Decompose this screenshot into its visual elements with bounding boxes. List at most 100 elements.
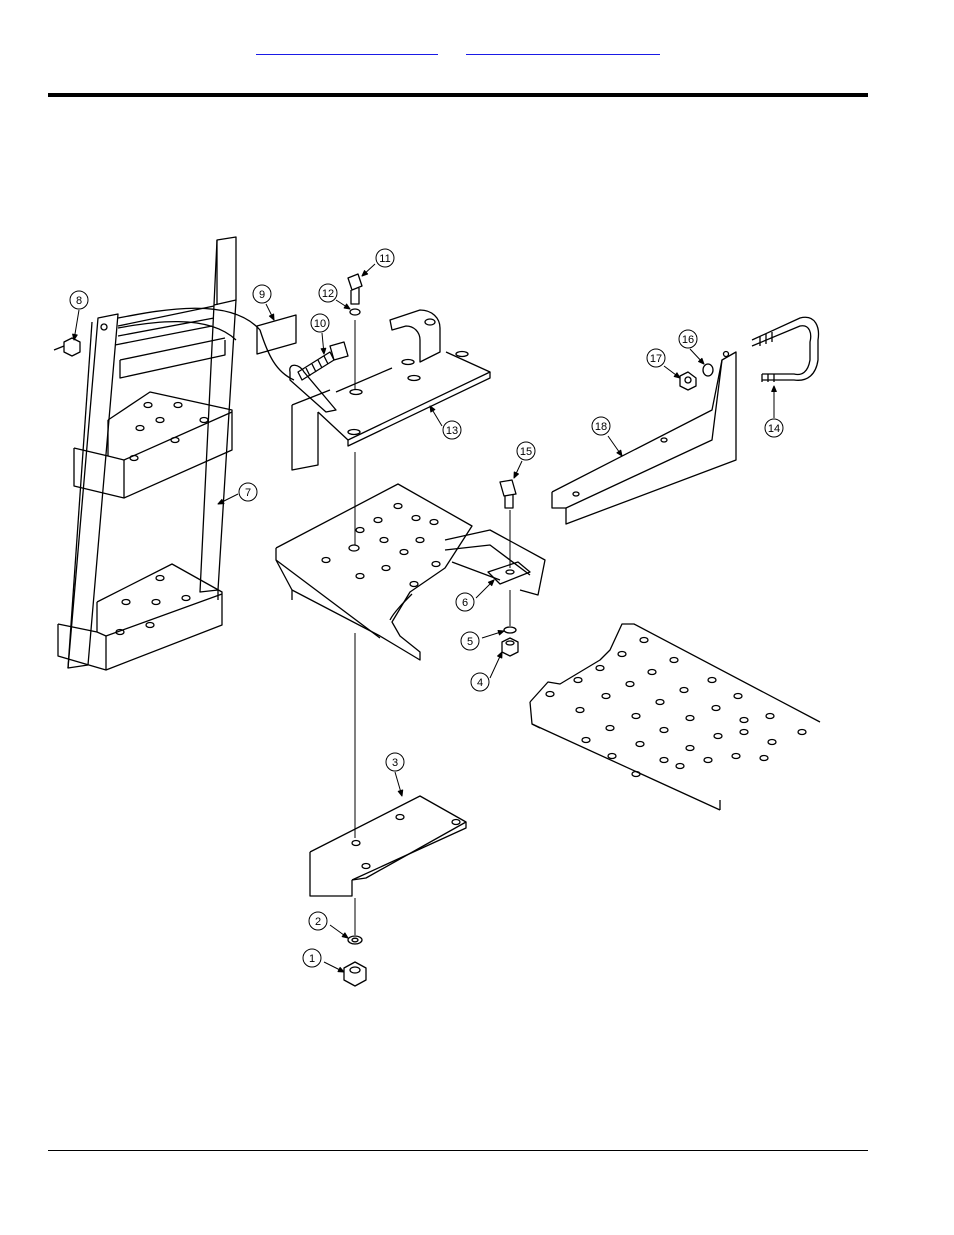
callout-4: 4 <box>471 652 502 691</box>
callout-label: 1 <box>309 953 315 965</box>
center-step-plate <box>276 484 545 660</box>
perforation-hole <box>768 740 776 745</box>
callout-1: 1 <box>303 949 344 972</box>
perforation-hole <box>596 666 604 671</box>
perforation-hole <box>798 730 806 735</box>
callout-16: 16 <box>679 330 704 364</box>
callout-14: 14 <box>765 386 783 437</box>
callout-arrow <box>674 373 680 378</box>
callout-arrow <box>338 967 344 972</box>
callout-17: 17 <box>647 349 680 378</box>
perforation-hole <box>714 734 722 739</box>
perforation-hole <box>608 754 616 759</box>
footer-rule <box>48 1150 868 1151</box>
callout-label: 8 <box>76 295 82 307</box>
callout-15: 15 <box>514 442 535 478</box>
part-4-nut <box>502 638 518 656</box>
callout-label: 10 <box>314 318 326 330</box>
callout-label: 16 <box>682 334 694 346</box>
part-17-nut <box>680 372 696 390</box>
part-10-bolt <box>290 342 348 412</box>
callout-arrow <box>342 933 348 938</box>
callout-5: 5 <box>461 630 504 650</box>
callout-arrow <box>73 334 78 340</box>
callout-6: 6 <box>456 580 494 611</box>
perforation-hole <box>618 652 626 657</box>
callout-10: 10 <box>311 314 329 354</box>
callout-label: 12 <box>322 288 334 300</box>
callout-arrow <box>617 450 622 456</box>
part-3-bracket <box>310 796 466 896</box>
perforation-hole <box>680 688 688 693</box>
perforation-hole <box>712 706 720 711</box>
perforation-hole <box>576 708 584 713</box>
part-16-washer <box>703 364 713 376</box>
callout-arrow <box>498 630 504 634</box>
perforation-hole <box>632 714 640 719</box>
part-2-washer <box>348 936 362 944</box>
callout-label: 7 <box>245 487 251 499</box>
perforation-hole <box>676 764 684 769</box>
callout-9: 9 <box>253 285 274 320</box>
callout-label: 4 <box>477 677 483 689</box>
perforation-hole <box>546 692 554 697</box>
callout-arrow <box>398 790 402 796</box>
perforation-hole <box>686 716 694 721</box>
perforation-hole <box>670 658 678 663</box>
callout-arrow <box>430 406 435 412</box>
callout-2: 2 <box>309 912 348 938</box>
callout-8: 8 <box>70 291 88 340</box>
callout-label: 14 <box>768 423 780 435</box>
perforation-hole <box>686 746 694 751</box>
callout-arrow <box>344 304 350 309</box>
callout-label: 6 <box>462 597 468 609</box>
callout-label: 15 <box>520 446 532 458</box>
walkway-plate <box>530 624 820 810</box>
callout-18: 18 <box>592 417 622 456</box>
callout-label: 18 <box>595 421 607 433</box>
perforation-hole <box>760 756 768 761</box>
perforation-hole <box>732 754 740 759</box>
part-5-washer <box>504 627 516 633</box>
callout-arrow <box>321 348 326 354</box>
callout-label: 13 <box>446 425 458 437</box>
callout-arrow <box>269 314 274 320</box>
callout-arrow <box>498 652 502 658</box>
perforation-hole <box>574 678 582 683</box>
perforation-hole <box>740 730 748 735</box>
callout-arrow <box>514 472 518 478</box>
callout-label: 17 <box>650 353 662 365</box>
perforation-hole <box>660 758 668 763</box>
perforation-hole <box>626 682 634 687</box>
part-1-nut <box>344 962 366 986</box>
perforation-hole <box>582 738 590 743</box>
part-15-bolt <box>500 480 516 508</box>
perforation-hole <box>606 726 614 731</box>
perforation-hole <box>656 700 664 705</box>
perforation-hole <box>704 758 712 763</box>
perforation-hole <box>602 694 610 699</box>
callout-3: 3 <box>386 753 404 796</box>
perforation-hole <box>734 694 742 699</box>
callout-label: 11 <box>379 253 390 265</box>
perforation-hole <box>740 718 748 723</box>
part-6-plate <box>488 562 530 584</box>
perforation-hole <box>636 742 644 747</box>
perforation-hole <box>640 638 648 643</box>
perforation-hole <box>708 678 716 683</box>
callout-12: 12 <box>319 284 350 309</box>
callout-label: 9 <box>259 289 265 301</box>
part-12-washer <box>350 309 360 315</box>
callout-11: 11 <box>362 249 394 276</box>
part-8-nut <box>54 338 80 356</box>
callout-13: 13 <box>430 406 461 439</box>
part-9-plate <box>257 315 296 354</box>
part-14-u-bolt <box>752 317 818 382</box>
callout-label: 3 <box>392 757 398 769</box>
callout-label: 2 <box>315 916 321 928</box>
perforation-hole <box>648 670 656 675</box>
perforation-hole <box>660 728 668 733</box>
callout-label: 5 <box>467 636 473 648</box>
part-18-bracket <box>552 352 736 525</box>
